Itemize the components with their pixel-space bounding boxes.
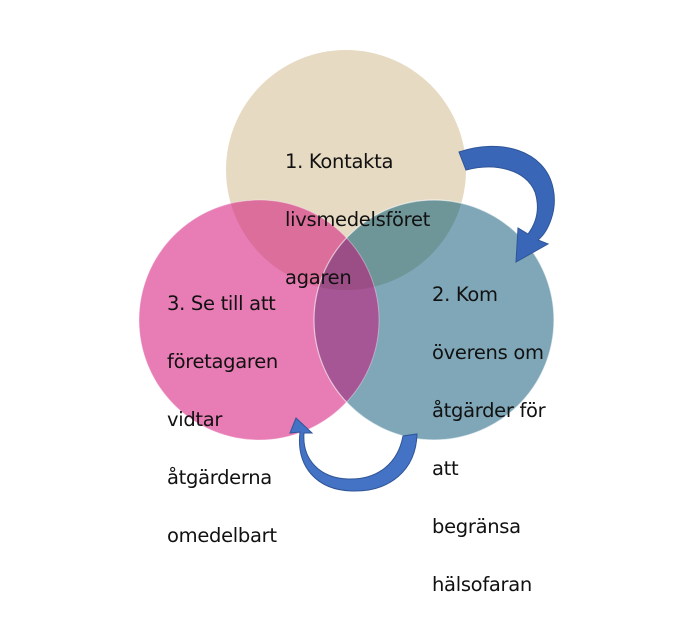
curved-arrow-icon (289, 417, 418, 492)
circle-2-line: åtgärder för (432, 399, 546, 422)
circle-3-line: 3. Se till att (167, 292, 276, 315)
circle-3-line: vidtar (167, 408, 223, 431)
circle-2-line: överens om (432, 341, 544, 364)
circle-2-line: begränsa (432, 515, 521, 538)
venn-diagram (138, 50, 555, 492)
circle-1-line: agaren (285, 266, 352, 289)
circle-1-line: livsmedelsföret (285, 208, 431, 231)
circle-2-label: 2. Kom överens om åtgärder för att begrä… (432, 251, 546, 628)
circle-1-line: 1. Kontakta (285, 150, 394, 173)
overlap-1-2 (314, 200, 466, 290)
overlap-1-3 (226, 200, 379, 290)
circle-3-line: omedelbart (167, 524, 277, 547)
curved-arrow-icon (458, 145, 555, 263)
circle-3-line: åtgärderna (167, 466, 272, 489)
circle-3-line: företagaren (167, 350, 278, 373)
circle-3-label: 3. Se till att företagaren vidtar åtgärd… (167, 260, 278, 579)
circle-2-line: att (432, 457, 459, 480)
circle-1-label: 1. Kontakta livsmedelsföret agaren (285, 118, 430, 321)
circle-2-line: 2. Kom (432, 283, 498, 306)
circle-2-line: hälsofaran (432, 573, 532, 596)
